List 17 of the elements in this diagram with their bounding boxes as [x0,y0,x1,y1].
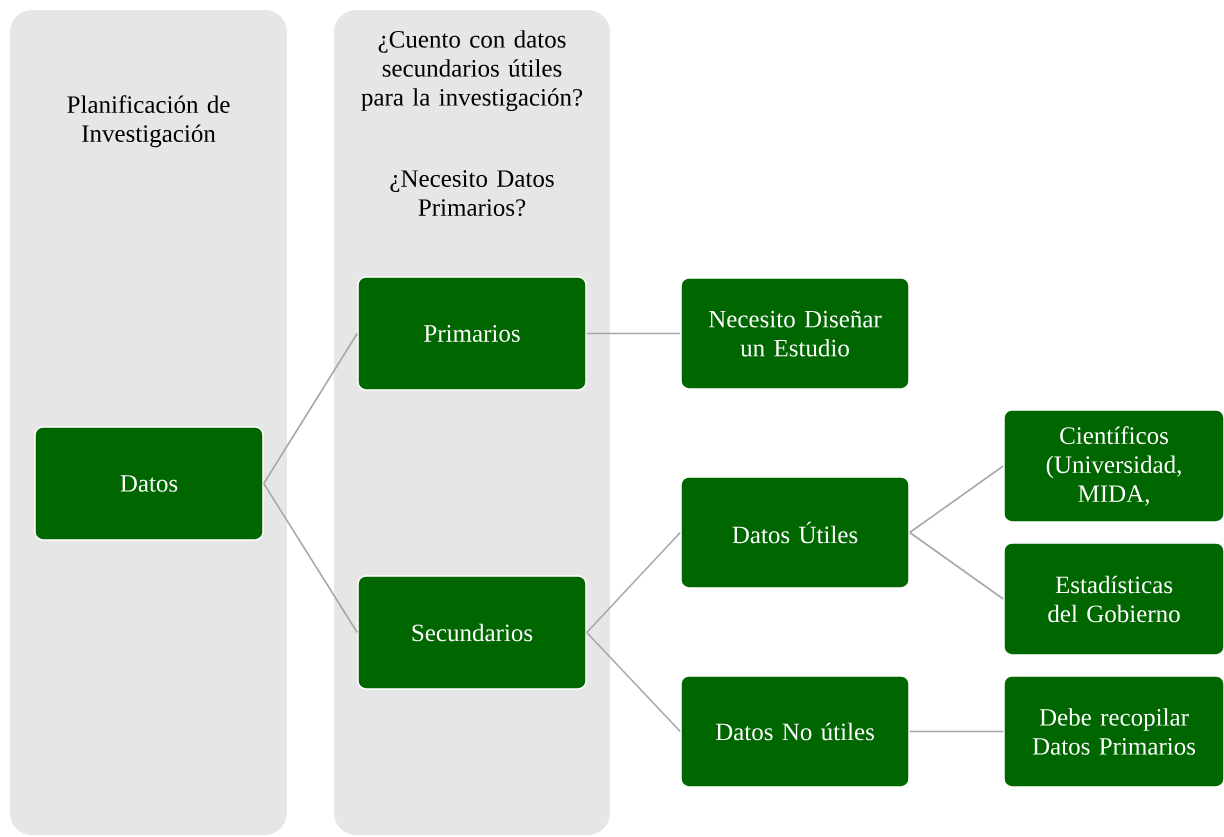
process-box: Datos No útiles [680,675,910,788]
connector-line [585,631,682,733]
process-box: Datos Útiles [680,476,910,589]
connector-line [585,332,682,335]
process-box: Estadísticas del Gobierno [1003,542,1224,656]
connector-line [908,531,1005,600]
connector-line [908,730,1005,733]
connector-line [262,482,359,634]
process-box: Necesito Diseñar un Estudio [680,277,910,390]
process-box: Datos [34,426,264,541]
connector-line [262,332,359,485]
process-box: Primarios [357,276,587,391]
connector-line [585,531,682,634]
connector-line [908,465,1005,534]
process-box: Secundarios [357,575,587,690]
process-box: Científicos (Universidad, MIDA, [1003,409,1224,523]
process-box: Debe recopilar Datos Primarios [1003,675,1224,788]
